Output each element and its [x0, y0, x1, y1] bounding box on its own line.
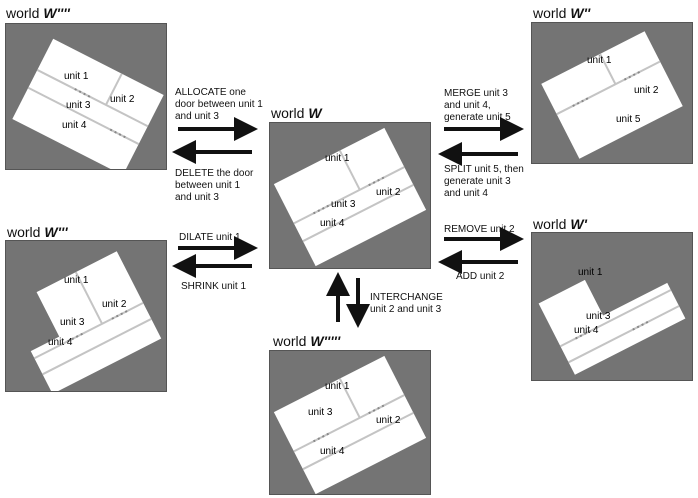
world-name: W'''' — [43, 5, 70, 21]
world-name: W — [308, 105, 322, 121]
plan-area — [30, 251, 162, 391]
world-canvas-w4: unit 1 unit 2 unit 3 unit 4 — [5, 23, 167, 170]
world-prefix: world — [7, 224, 41, 240]
world-title-w2: world W'' — [533, 5, 590, 21]
world-prefix: world — [273, 333, 307, 349]
unit-label: unit 3 — [308, 407, 333, 418]
op-remove-label: REMOVE unit 2 — [444, 224, 515, 235]
op-shrink-label: SHRINK unit 1 — [181, 281, 247, 292]
unit-label: unit 3 — [66, 100, 91, 111]
world-canvas-w1: unit 1 unit 3 unit 4 — [531, 232, 693, 381]
world-name: W''' — [44, 224, 68, 240]
unit-label: unit 4 — [574, 325, 599, 336]
unit-label: unit 3 — [586, 311, 611, 322]
unit-label: unit 2 — [376, 187, 401, 198]
unit-label: unit 2 — [376, 415, 401, 426]
world-canvas-w3: unit 1 unit 2 unit 3 unit 4 — [5, 240, 167, 392]
world-prefix: world — [271, 105, 305, 121]
floorplan-w: unit 1 unit 2 unit 3 unit 4 — [273, 127, 427, 267]
unit-label: unit 3 — [60, 317, 85, 328]
plan-area — [541, 31, 683, 159]
plan-area — [273, 127, 427, 267]
op-dilate-label: DILATE unit 1 — [179, 232, 241, 243]
world-title-w5: world W''''' — [273, 333, 340, 349]
floorplan-w3: unit 1 unit 2 unit 3 unit 4 — [30, 251, 162, 391]
world-prefix: world — [533, 5, 567, 21]
unit-label: unit 1 — [578, 267, 603, 278]
world-title-w4: world W'''' — [6, 5, 70, 21]
world-prefix: world — [6, 5, 40, 21]
unit-label: unit 1 — [325, 381, 350, 392]
world-canvas-w2: unit 1 unit 2 unit 5 — [531, 22, 693, 164]
floorplan-w5: unit 1 unit 2 unit 3 unit 4 — [273, 355, 427, 494]
unit-label: unit 2 — [102, 299, 127, 310]
floorplan-w1: unit 1 unit 3 unit 4 — [538, 267, 686, 375]
unit-label: unit 4 — [320, 218, 345, 229]
unit-label: unit 4 — [320, 446, 345, 457]
unit-label: unit 2 — [634, 85, 659, 96]
world-name: W''''' — [310, 333, 341, 349]
unit-label: unit 1 — [325, 153, 350, 164]
unit-label: unit 5 — [616, 114, 641, 125]
plan-area — [538, 279, 686, 375]
world-prefix: world — [533, 216, 567, 232]
world-title-w: world W — [271, 105, 322, 121]
world-name: W'' — [570, 5, 591, 21]
plan-area — [12, 38, 164, 169]
unit-label: unit 1 — [64, 71, 89, 82]
unit-label: unit 4 — [62, 120, 87, 131]
plan-area — [273, 355, 427, 494]
floorplan-w2: unit 1 unit 2 unit 5 — [541, 31, 683, 159]
unit-label: unit 2 — [110, 94, 135, 105]
world-title-w1: world W' — [533, 216, 587, 232]
floorplan-w4: unit 1 unit 2 unit 3 unit 4 — [12, 38, 164, 169]
unit-label: unit 1 — [587, 55, 612, 66]
world-canvas-w: unit 1 unit 2 unit 3 unit 4 — [269, 122, 431, 269]
world-canvas-w5: unit 1 unit 2 unit 3 unit 4 — [269, 350, 431, 495]
unit-label: unit 4 — [48, 337, 73, 348]
unit-label: unit 1 — [64, 275, 89, 286]
unit-label: unit 3 — [331, 199, 356, 210]
world-title-w3: world W''' — [7, 224, 68, 240]
op-add-label: ADD unit 2 — [456, 271, 505, 282]
world-name: W' — [570, 216, 587, 232]
